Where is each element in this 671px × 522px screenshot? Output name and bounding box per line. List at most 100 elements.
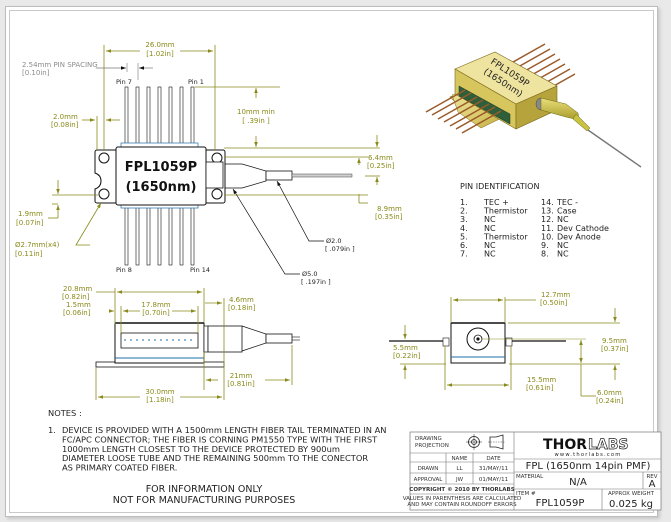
dim-tube-large-in: [ .197in ] <box>301 278 331 286</box>
dim-nose-mm: 4.6mm <box>229 296 254 304</box>
bottom-pins <box>124 204 195 266</box>
pin-function: NC <box>557 250 569 259</box>
pin-function: Thermistor <box>483 232 528 241</box>
dim-base-len-mm: 30.0mm <box>145 388 174 396</box>
pin-function: NC <box>484 250 496 259</box>
dim-flange-in: [0.61in] <box>526 384 554 392</box>
note-text: DEVICE IS PROVIDED WITH A 1500mm LENGTH … <box>62 425 386 473</box>
pin-identification: PIN IDENTIFICATION 1.TEC +2.Thermistor3.… <box>460 182 609 259</box>
item-value: FPL1059P <box>536 498 585 509</box>
projection-label-1: DRAWING <box>415 436 442 442</box>
package-3d-render: FPL1059P (1650nm) <box>425 43 642 168</box>
dim-body-half-mm: 8.9mm <box>377 205 402 213</box>
thorlabs-logo: THOR LABS <box>543 437 629 454</box>
dim-inset-mm: 1.5mm <box>66 301 91 309</box>
dim-body-half-in: [0.35in] <box>375 213 403 221</box>
copyright: COPYRIGHT © 2010 BY THORLABS <box>409 487 514 493</box>
col-name: NAME <box>451 456 468 462</box>
mount-hole <box>98 152 110 164</box>
pin-number: 3. <box>460 215 468 224</box>
dim-edge-mm: 2.0mm <box>53 113 78 121</box>
pin14-label: Pin 14 <box>190 266 210 274</box>
pin-number: 12. <box>541 215 554 224</box>
fiber-tube-small <box>265 170 293 181</box>
pin-number: 11. <box>541 224 554 233</box>
website: www.thorlabs.com <box>554 452 621 458</box>
pin-number: 10. <box>541 232 554 241</box>
drawing-border <box>9 10 654 513</box>
info-only-line2: NOT FOR MANUFACTURING PURPOSES <box>113 495 295 506</box>
dim-body-len-mm: 20.8mm <box>63 285 92 293</box>
note-line: AS PRIMARY COATED FIBER. <box>62 463 177 473</box>
approval-date: 01/MAY/11 <box>479 477 508 483</box>
dim-tube-large-mm: Ø5.0 <box>302 270 317 278</box>
rev-value: A <box>649 479 656 490</box>
title-block: DRAWING PROJECTION NAME DATE DRAWN LL 31… <box>403 431 662 511</box>
mount-hole <box>98 188 110 200</box>
col-date: DATE <box>486 456 501 462</box>
dim-lead-min-in: [ .39in ] <box>242 117 270 125</box>
top-view: FPL1059P (1650nm) 26.0mm [1.02in] 2.54mm… <box>15 41 403 286</box>
pin-function: NC <box>557 241 569 250</box>
package-label-part: FPL1059P <box>125 160 197 175</box>
fiber-boot <box>225 163 267 189</box>
dim-lead-min-mm: 10mm min <box>237 108 275 116</box>
approval-name: JW <box>455 477 464 483</box>
pin-number: 5. <box>460 232 468 241</box>
notes: NOTES : 1. DEVICE IS PROVIDED WITH A 150… <box>48 408 386 506</box>
pin-number: 7. <box>460 250 468 259</box>
part-description: FPL (1650nm 14pin PMF) <box>526 461 651 472</box>
pin-number: 13. <box>541 207 554 216</box>
weight-label: APPROX WEIGHT <box>608 491 655 497</box>
pin-id-title: PIN IDENTIFICATION <box>460 182 539 191</box>
drawn-date: 31/MAY/11 <box>479 466 508 472</box>
top-pins <box>124 86 195 148</box>
projection-label-2: PROJECTION <box>415 443 449 449</box>
pin-number: 9. <box>541 241 549 250</box>
side-view: 20.8mm [0.82in] 1.5mm [0.06in] 17.8mm [0… <box>62 285 300 404</box>
dim-inset-in: [0.06in] <box>63 309 91 317</box>
dim-window-in: [0.70in] <box>142 309 170 317</box>
pin-function: Thermistor <box>483 207 528 216</box>
dim-hole-dia-in: [0.11in] <box>15 250 43 258</box>
package-label-wavelength: (1650nm) <box>126 180 197 195</box>
pin-list-left: 1.TEC +2.Thermistor3.NC4.NC5.Thermistor6… <box>460 198 528 259</box>
pin-function: NC <box>557 215 569 224</box>
dim-fiber-offset-mm: 6.4mm <box>368 154 393 162</box>
pin-function: NC <box>484 241 496 250</box>
dim-boot-in: [0.81in] <box>227 380 255 388</box>
dim-flange-mm: 15.5mm <box>527 376 556 384</box>
dim-width-in: [1.02in] <box>146 50 174 58</box>
weight-value: 0.025 kg <box>609 499 653 510</box>
dim-end-width-in: [0.50in] <box>540 299 568 307</box>
dim-tube-small-mm: Ø2.0 <box>326 237 341 245</box>
pin-function: NC <box>484 224 496 233</box>
pin-function: TEC + <box>483 198 509 207</box>
dim-fiber-height-mm: 6.0mm <box>597 389 622 397</box>
note-line: 1000mm LENGTH CLOSEST TO THE DEVICE PROT… <box>62 444 340 454</box>
material-value: N/A <box>569 477 587 488</box>
pin-number: 6. <box>460 241 468 250</box>
pin-function: NC <box>484 215 496 224</box>
pin-number: 1. <box>460 198 468 207</box>
approval-label: APPROVAL <box>414 477 444 483</box>
dim-body-len-in: [0.82in] <box>62 293 90 301</box>
dim-hole-offset-in: [0.07in] <box>16 219 44 227</box>
pin-number: 4. <box>460 224 468 233</box>
notes-title: NOTES : <box>48 408 82 418</box>
values-note-1: VALUES IN PARENTHESIS ARE CALCULATED <box>403 496 522 502</box>
dim-hole-offset-mm: 1.9mm <box>18 210 43 218</box>
item-label: ITEM # <box>516 491 536 497</box>
dim-fiber-height-in: [0.24in] <box>596 397 624 405</box>
pin-function: Case <box>557 207 577 216</box>
dim-pin-height-in: [0.22in] <box>393 352 421 360</box>
logo-labs: LABS <box>588 437 629 453</box>
dim-hole-dia-mm: Ø2.7mm(x4) <box>15 241 60 249</box>
dim-edge-in: [0.08in] <box>51 121 79 129</box>
side-window <box>120 332 199 349</box>
note-line: DEVICE IS PROVIDED WITH A 1500mm LENGTH … <box>62 425 386 435</box>
drawn-name: LL <box>456 466 463 472</box>
dim-boot-mm: 21mm <box>230 372 253 380</box>
end-view: 12.7mm [0.50in] 5.5mm [0.22in] 9.5mm [0.… <box>389 291 629 405</box>
